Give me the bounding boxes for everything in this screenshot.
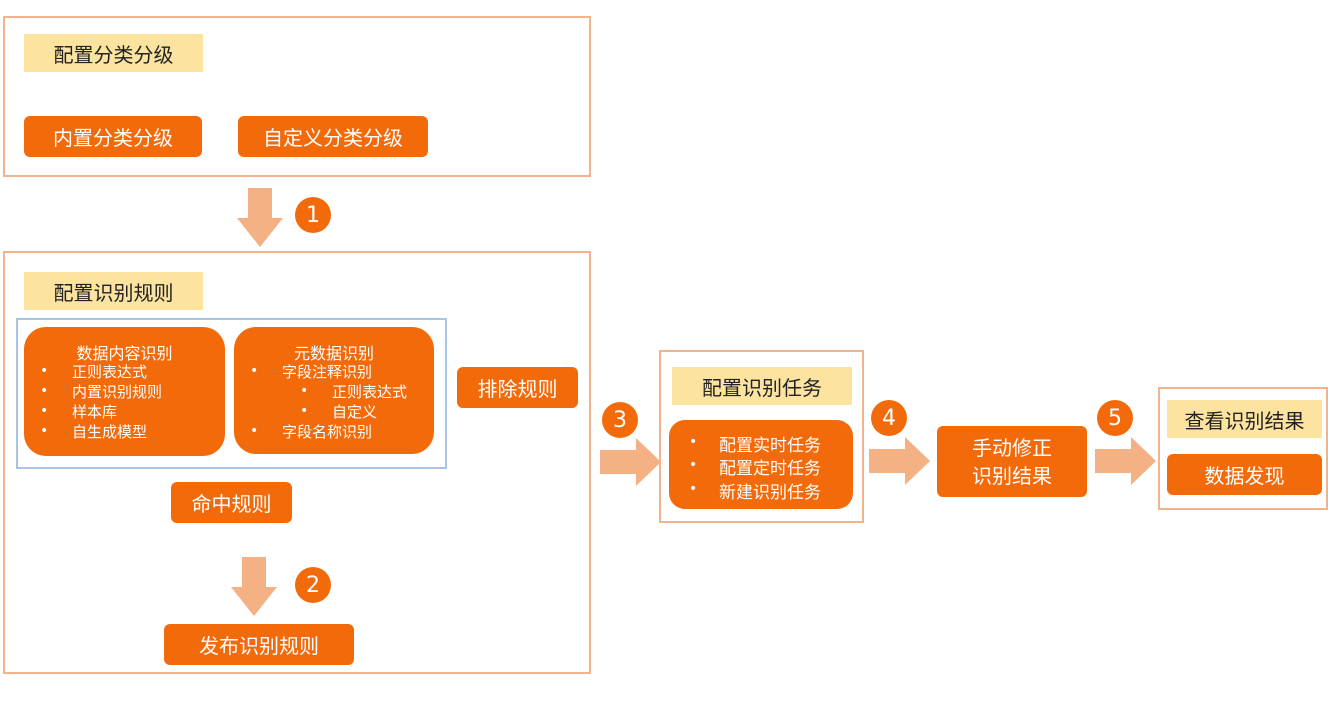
builtin-classification-button[interactable]: 内置分类分级 <box>24 116 202 157</box>
down-arrow-2 <box>231 557 277 616</box>
metadata-identification-title: 元数据识别 <box>293 344 374 363</box>
step-number-1: 1 <box>295 197 331 233</box>
bullet-icon: • <box>300 383 309 399</box>
bullet-icon: • <box>689 481 698 497</box>
rules-label: 配置识别规则 <box>24 272 203 310</box>
hit-rules-button[interactable]: 命中规则 <box>171 482 292 523</box>
manual-correction-line1: 手动修正 <box>972 435 1052 460</box>
classification-label: 配置分类分级 <box>24 34 203 72</box>
metadata-item-field-name: 字段名称识别 <box>282 423 373 441</box>
exclude-rules-button[interactable]: 排除规则 <box>457 367 578 408</box>
bullet-icon: • <box>40 363 49 379</box>
metadata-subitem-custom: 自定义 <box>332 403 378 421</box>
metadata-identification-panel[interactable]: 元数据识别 • 字段注释识别 • 正则表达式 • 自定义 • 字段名称识别 <box>234 327 434 454</box>
content-item-builtin-rules: 内置识别规则 <box>72 383 163 401</box>
step-number-3: 3 <box>602 402 638 438</box>
task-item-new: 新建识别任务 <box>719 483 821 503</box>
rules-frame <box>3 251 591 674</box>
data-discovery-button[interactable]: 数据发现 <box>1167 454 1322 495</box>
bullet-icon: • <box>40 383 49 399</box>
bullet-icon: • <box>250 363 259 379</box>
right-arrow-5 <box>1095 437 1156 485</box>
right-arrow-3 <box>600 438 661 486</box>
task-item-scheduled: 配置定时任务 <box>719 459 821 479</box>
task-label: 配置识别任务 <box>672 367 852 405</box>
step-number-5: 5 <box>1097 400 1133 436</box>
bullet-icon: • <box>40 403 49 419</box>
bullet-icon: • <box>689 434 698 450</box>
step-number-4: 4 <box>871 400 907 436</box>
content-item-sample-library: 样本库 <box>72 403 118 421</box>
content-item-self-model: 自生成模型 <box>72 423 148 441</box>
manual-correction-line2: 识别结果 <box>972 463 1052 488</box>
step-number-2: 2 <box>295 567 331 603</box>
bullet-icon: • <box>250 423 259 439</box>
bullet-icon: • <box>40 423 49 439</box>
bullet-icon: • <box>300 403 309 419</box>
result-label: 查看识别结果 <box>1167 400 1322 438</box>
publish-rules-button[interactable]: 发布识别规则 <box>164 624 354 665</box>
content-identification-panel[interactable]: 数据内容识别 • 正则表达式 • 内置识别规则 • 样本库 • 自生成模型 <box>24 327 225 456</box>
metadata-subitem-regex: 正则表达式 <box>332 383 408 401</box>
task-options-panel[interactable]: • 配置实时任务 • 配置定时任务 • 新建识别任务 <box>669 420 853 509</box>
rule-types-frame <box>16 318 447 469</box>
down-arrow-1 <box>237 188 283 247</box>
right-arrow-4 <box>869 437 930 485</box>
bullet-icon: • <box>689 457 698 473</box>
manual-correction-button[interactable]: 手动修正 识别结果 <box>937 426 1087 497</box>
content-identification-title: 数据内容识别 <box>76 344 173 363</box>
task-item-realtime: 配置实时任务 <box>719 436 821 456</box>
content-item-regex: 正则表达式 <box>72 363 148 381</box>
custom-classification-button[interactable]: 自定义分类分级 <box>238 116 428 157</box>
metadata-item-field-comment: 字段注释识别 <box>282 363 373 381</box>
